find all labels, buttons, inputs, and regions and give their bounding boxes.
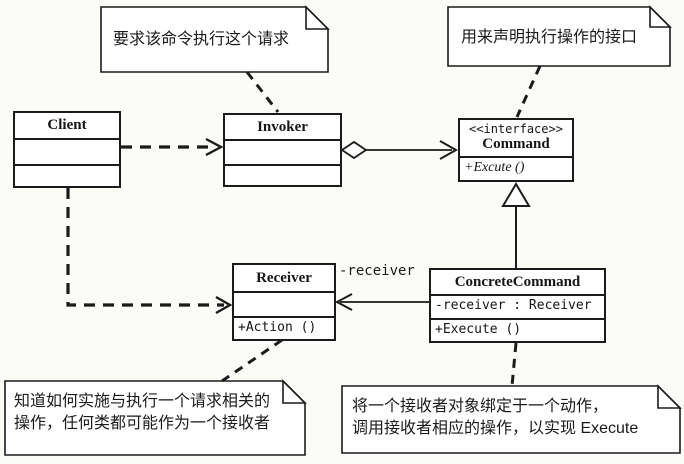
note-shape-command	[447, 5, 672, 67]
aggregation-invoker-command	[340, 140, 459, 160]
note-concrete-command-line1: 将一个接收者对象绑定于一个动作，	[352, 398, 609, 415]
class-concrete-command: ConcreteCommand -receiver : Receiver +Ex…	[429, 268, 606, 343]
note-connector-command	[515, 65, 542, 118]
class-invoker: Invoker	[223, 113, 342, 187]
class-invoker-methods	[225, 166, 340, 168]
note-receiver-line1: 知道如何实施与执行一个请求相关的	[14, 393, 271, 410]
class-command-method: +Excute ()	[464, 160, 525, 175]
class-client: Client	[13, 111, 121, 188]
dependency-client-receiver	[66, 188, 233, 315]
class-invoker-title: Invoker	[225, 115, 340, 141]
note-connector-invoker	[245, 71, 280, 113]
note-shape-concrete-command	[341, 384, 682, 454]
note-receiver-text: 知道如何实施与执行一个请求相关的 操作，任何类都可能作为一个接收者	[14, 391, 270, 435]
class-client-attributes	[15, 140, 119, 166]
class-command-stereotype: <<interface>>	[469, 122, 563, 137]
class-client-title: Client	[15, 113, 119, 140]
note-invoker-text: 要求该命令执行这个请求	[113, 31, 290, 48]
association-role-label: -receiver	[339, 263, 415, 279]
association-concretecommand-receiver	[334, 293, 429, 311]
note-connector-concrete-command	[510, 342, 518, 387]
note-shape-receiver	[4, 379, 307, 456]
note-concrete-command-text: 将一个接收者对象绑定于一个动作， 调用接收者相应的操作，以实现 Execute	[352, 396, 638, 440]
class-receiver-title: Receiver	[234, 265, 334, 293]
dependency-client-invoker	[121, 137, 224, 157]
class-command: <<interface>> Command +Excute ()	[458, 118, 574, 182]
class-concrete-command-attribute: -receiver : Receiver	[431, 296, 604, 320]
class-client-methods	[15, 166, 119, 168]
note-concrete-command-line2: 调用接收者相应的操作，以实现 Execute	[352, 420, 639, 437]
class-concrete-command-method: +Execute ()	[435, 322, 522, 337]
class-concrete-command-title: ConcreteCommand	[431, 270, 604, 296]
class-receiver-attributes	[234, 293, 334, 318]
class-invoker-attributes	[225, 141, 340, 166]
generalization-concretecommand-command	[501, 182, 531, 268]
class-receiver-method: +Action ()	[238, 320, 317, 335]
class-command-title: <<interface>> Command	[460, 120, 572, 158]
class-receiver: Receiver +Action ()	[232, 263, 336, 341]
note-command-text: 用来声明执行操作的接口	[461, 29, 638, 46]
note-receiver-line2: 操作，任何类都可能作为一个接收者	[14, 415, 271, 432]
note-connector-receiver	[221, 338, 283, 383]
note-shape-invoker	[100, 5, 330, 73]
class-command-name: Command	[482, 136, 550, 153]
